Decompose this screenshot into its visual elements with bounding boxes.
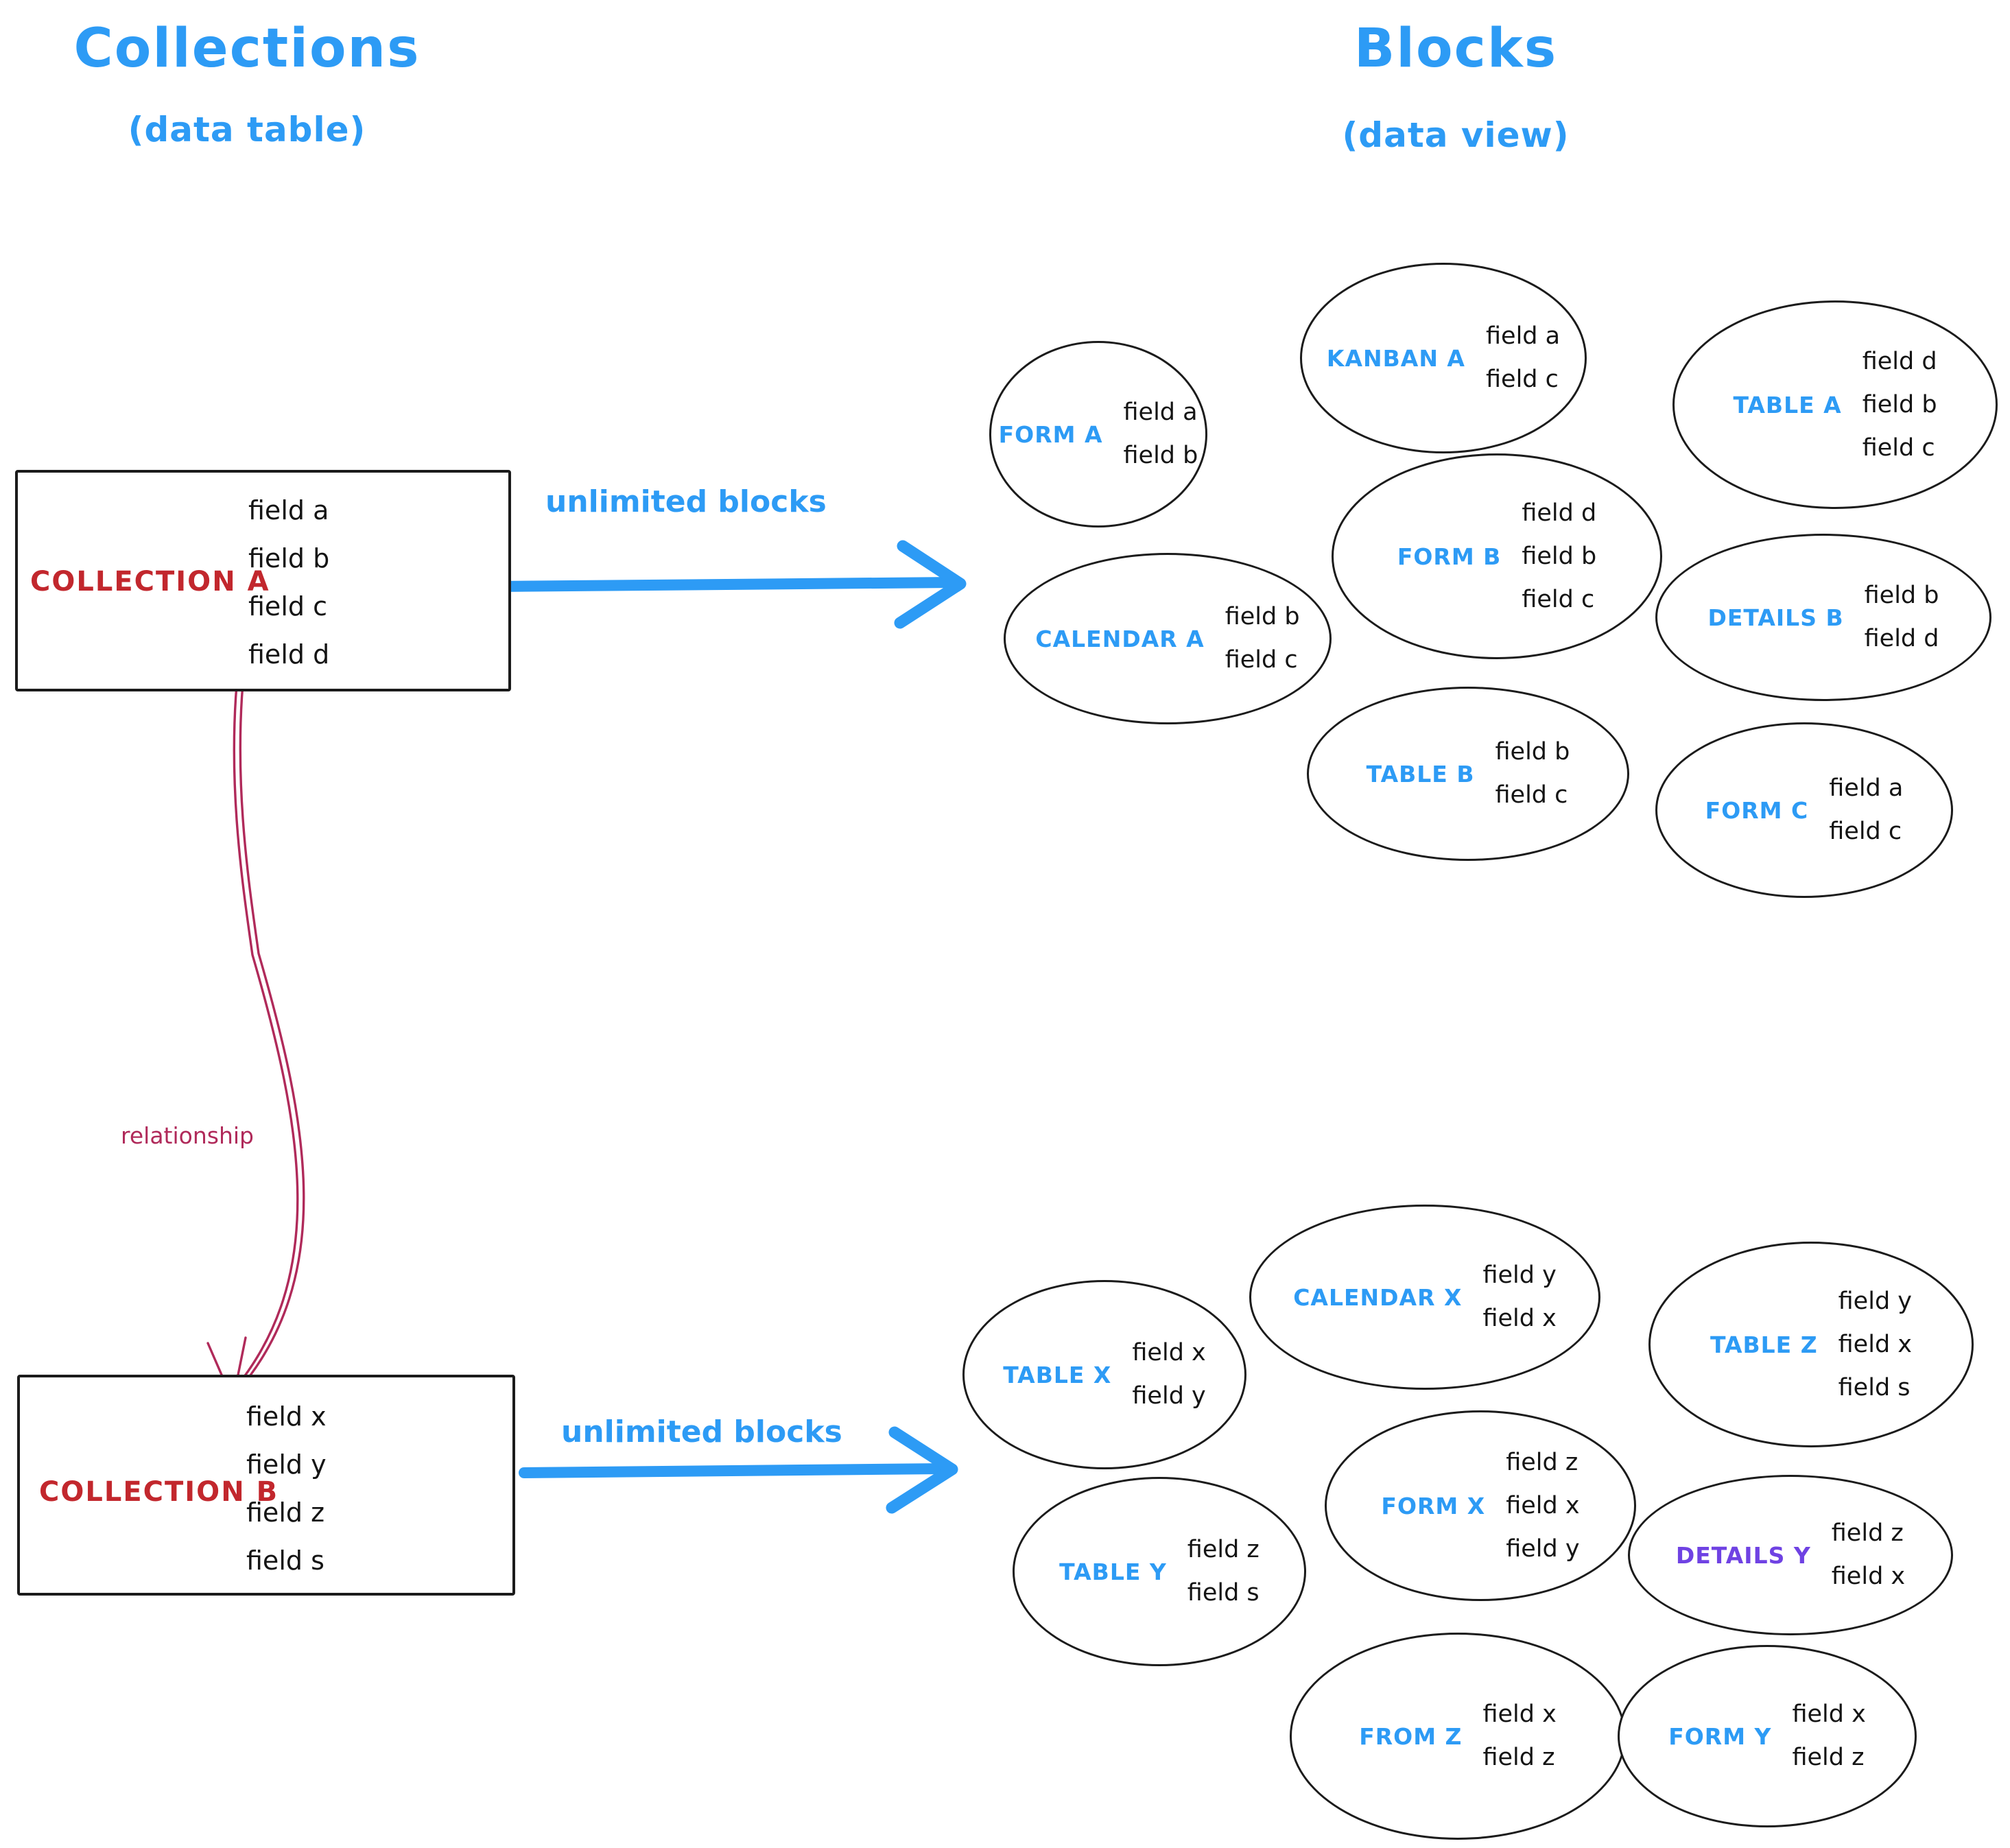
block-field: field a: [1123, 399, 1198, 426]
field-item: field b: [248, 543, 330, 573]
block-field: field x: [1482, 1305, 1557, 1332]
block-table-b: TABLE B field b field c: [1307, 687, 1629, 861]
block-label: DETAILS B: [1707, 604, 1844, 631]
field-item: field x: [246, 1401, 327, 1432]
block-field: field z: [1792, 1744, 1865, 1771]
collection-b-box: COLLECTION B field x field y field z fie…: [17, 1375, 515, 1596]
collection-a-box: COLLECTION A field a field b field c fie…: [15, 470, 511, 691]
collection-a-fields: field a field b field c field d: [248, 486, 329, 678]
block-field: field x: [1838, 1330, 1912, 1358]
block-from-z: FROM Z field x field z: [1290, 1633, 1626, 1840]
block-label: DETAILS Y: [1675, 1541, 1811, 1569]
block-field: field b: [1864, 582, 1939, 609]
block-field: field b: [1522, 542, 1597, 570]
block-field: field c: [1225, 646, 1298, 674]
collection-b-fields: field x field y field z field s: [246, 1393, 327, 1585]
block-label: TABLE A: [1733, 391, 1842, 418]
block-form-y: FORM Y field x field z: [1618, 1645, 1917, 1827]
block-table-y: TABLE Y field z field s: [1013, 1477, 1306, 1666]
block-label: FORM A: [998, 420, 1103, 448]
collection-a-name: COLLECTION A: [30, 566, 270, 597]
block-form-b: FORM B field d field b field c: [1332, 453, 1662, 659]
field-item: field a: [248, 495, 329, 525]
block-form-x: FORM X field z field x field y: [1325, 1410, 1636, 1601]
block-field: field z: [1831, 1519, 1904, 1547]
block-label: TABLE X: [1003, 1361, 1112, 1388]
block-field: field x: [1132, 1339, 1206, 1366]
relationship-label: relationship: [121, 1122, 254, 1149]
block-field: field y: [1132, 1382, 1206, 1410]
block-details-b: DETAILS B field b field d: [1655, 534, 1991, 701]
block-label: CALENDAR X: [1293, 1283, 1463, 1311]
block-label: FORM X: [1381, 1492, 1486, 1519]
block-field: field c: [1862, 434, 1935, 462]
block-field: field b: [1225, 603, 1300, 630]
unlimited-blocks-label-bottom: unlimited blocks: [561, 1414, 842, 1449]
block-label: FROM Z: [1359, 1722, 1463, 1750]
unlimited-blocks-arrow-top: [493, 540, 967, 629]
block-field: field c: [1495, 781, 1568, 809]
block-field: field a: [1485, 322, 1561, 350]
block-details-y: DETAILS Y field z field x: [1628, 1475, 1953, 1635]
block-field: field c: [1485, 366, 1559, 393]
field-item: field s: [246, 1545, 324, 1576]
block-field: field x: [1506, 1491, 1580, 1519]
block-field: field z: [1187, 1536, 1260, 1563]
block-field: field d: [1864, 625, 1939, 652]
collection-b-name: COLLECTION B: [39, 1476, 279, 1508]
block-field: field x: [1792, 1701, 1866, 1728]
block-label: TABLE Y: [1059, 1558, 1167, 1585]
block-field: field z: [1506, 1448, 1579, 1476]
field-item: field z: [246, 1497, 325, 1528]
block-field: field c: [1829, 818, 1902, 845]
block-label: FORM C: [1705, 796, 1809, 824]
block-field: field b: [1123, 442, 1198, 469]
block-label: TABLE B: [1366, 760, 1475, 787]
block-label: TABLE Z: [1710, 1331, 1818, 1358]
field-item: field d: [248, 639, 330, 670]
block-field: field s: [1838, 1373, 1911, 1401]
block-table-z: TABLE Z field y field x field s: [1648, 1242, 1974, 1447]
block-label: KANBAN A: [1326, 344, 1465, 372]
field-item: field y: [246, 1449, 327, 1480]
block-table-x: TABLE X field x field y: [962, 1280, 1246, 1469]
block-field: field y: [1482, 1261, 1557, 1289]
collections-subtitle: (data table): [128, 110, 366, 150]
collections-title: Collections: [73, 18, 421, 80]
relationship-arrow: [206, 660, 305, 1397]
block-field: field z: [1482, 1744, 1555, 1771]
block-kanban-a: KANBAN A field a field c: [1300, 263, 1587, 453]
block-label: CALENDAR A: [1035, 625, 1205, 652]
block-label: FORM Y: [1668, 1722, 1772, 1750]
block-field: field s: [1187, 1579, 1260, 1607]
block-calendar-x: CALENDAR X field y field x: [1249, 1205, 1600, 1390]
block-label: FORM B: [1397, 543, 1502, 570]
block-field: field a: [1829, 774, 1904, 802]
block-field: field d: [1862, 347, 1937, 375]
block-field: field x: [1482, 1701, 1557, 1728]
block-field: field c: [1522, 585, 1595, 613]
block-field: field x: [1831, 1563, 1906, 1590]
block-calendar-a: CALENDAR A field b field c: [1004, 553, 1332, 724]
block-form-c: FORM C field a field c: [1655, 722, 1953, 898]
block-field: field b: [1495, 738, 1570, 766]
blocks-subtitle: (data view): [1342, 115, 1570, 155]
block-field: field y: [1506, 1535, 1580, 1563]
block-form-a: FORM A field a field b: [989, 341, 1207, 528]
field-item: field c: [248, 591, 327, 621]
unlimited-blocks-label-top: unlimited blocks: [545, 484, 827, 519]
block-field: field b: [1862, 390, 1937, 418]
block-field: field d: [1522, 499, 1597, 527]
blocks-title: Blocks: [1353, 18, 1558, 80]
block-field: field y: [1838, 1287, 1912, 1315]
block-table-a: TABLE A field d field b field c: [1672, 300, 1998, 509]
